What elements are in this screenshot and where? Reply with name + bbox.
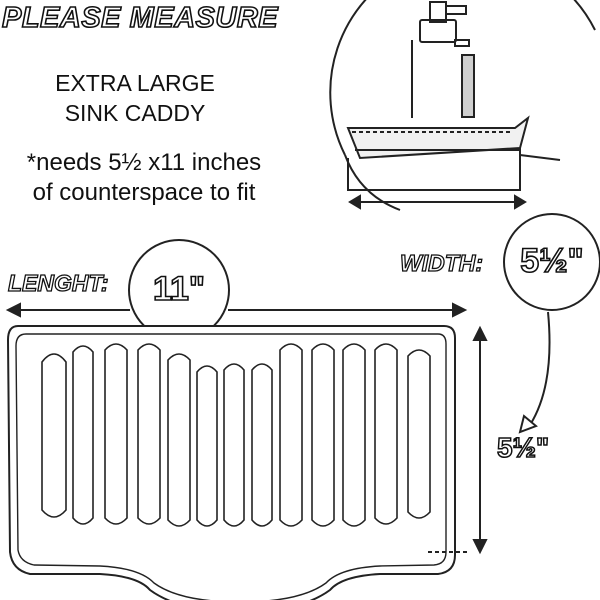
width-label: WIDTH: [399, 249, 484, 276]
counterspace-note-line1: *needs 5½ x11 inches [26, 149, 262, 176]
width-value: 5½" [519, 241, 584, 281]
length-label: LENGHT: [7, 269, 109, 296]
depth-arrow [428, 325, 488, 555]
mat-outline [6, 325, 456, 600]
depth-value: 5½" [496, 431, 550, 464]
curved-arrow [518, 311, 551, 434]
product-photo-inset [329, 0, 596, 211]
length-value: 11" [152, 269, 206, 309]
counterspace-note-line2: of counterspace to fit [32, 179, 256, 206]
product-name-line2: SINK CADDY [64, 100, 206, 126]
page-title: PLEASE MEASURE [1, 1, 279, 35]
product-name: EXTRA LARGE SINK CADDY [30, 68, 240, 128]
length-arrow [5, 302, 468, 318]
counterspace-note: *needs 5½ x11 inches of counterspace to … [2, 148, 286, 208]
product-name-line1: EXTRA LARGE [55, 70, 215, 96]
width-value-circle [503, 213, 600, 311]
drainage-slots [41, 343, 431, 527]
